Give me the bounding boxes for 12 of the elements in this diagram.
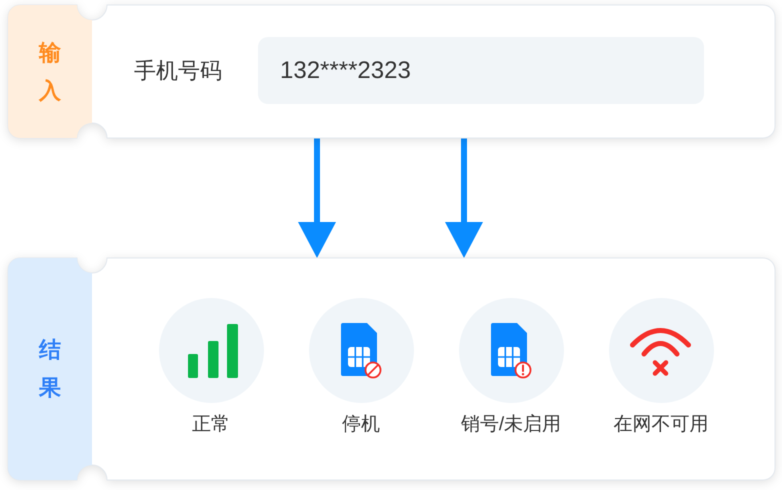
card-title: 输入 [39,38,61,104]
status-label: 销号/未启用 [460,414,562,436]
status-label: 正常 [192,414,230,436]
arrow [445,138,483,258]
card-panel [8,258,775,480]
card-title: 结果 [39,336,61,402]
status-label: 在网不可用 [614,414,708,436]
input-field: 132****2323 [258,37,704,104]
status-label: 停机 [342,414,380,436]
card-panel [8,5,775,138]
arrow [298,138,336,258]
field-label: 手机号码 [134,56,222,84]
